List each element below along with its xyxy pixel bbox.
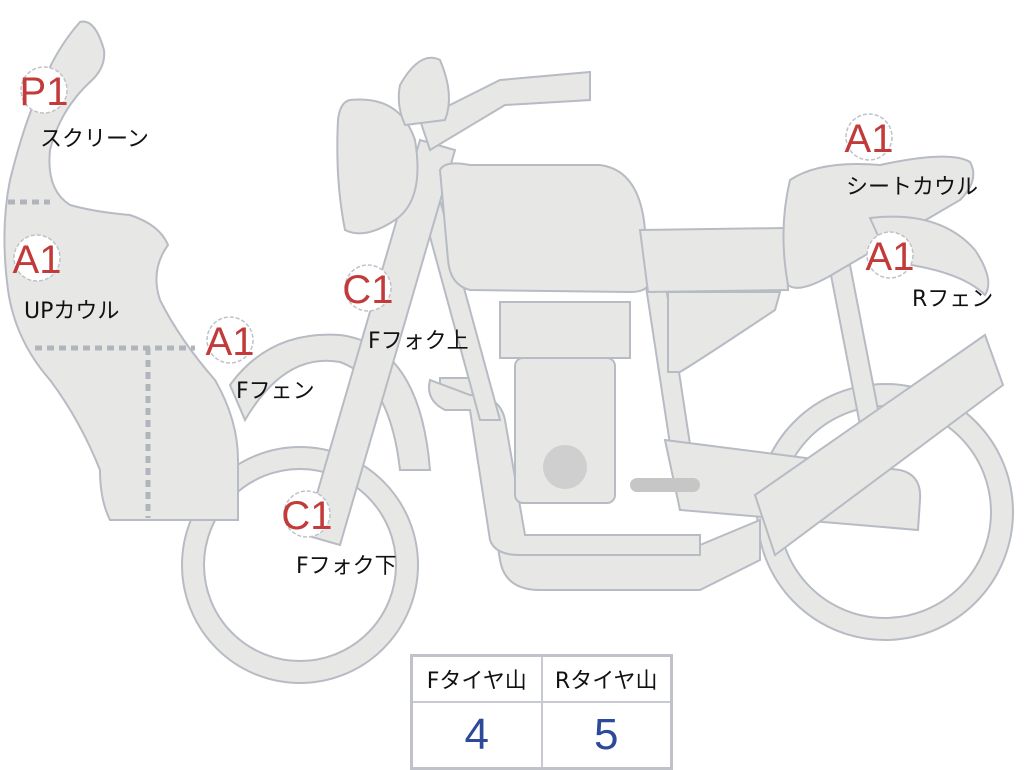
value-rear-tire: 5: [540, 701, 673, 770]
grade-badge-front-fender: A1: [206, 316, 255, 364]
headlight: [336, 98, 419, 235]
part-divider: [35, 345, 195, 518]
svg-text:A1: A1: [206, 320, 255, 364]
engine-block: [514, 357, 616, 504]
muffler: [753, 333, 1005, 557]
value-front-tire: 4: [410, 701, 543, 770]
svg-text:A1: A1: [13, 238, 62, 282]
svg-text:A1: A1: [845, 117, 894, 161]
side-cover: [667, 291, 782, 373]
seat: [638, 226, 790, 294]
label-rear-fender: Rフェン: [912, 287, 993, 312]
mirror: [397, 56, 450, 127]
grade-badge-rear-fender: A1: [866, 231, 915, 279]
grade-badge-upper-cowl: A1: [13, 234, 62, 282]
label-fork-lower: Fフォク下: [296, 554, 397, 579]
svg-text:P1: P1: [20, 70, 69, 114]
upper-cowl: [3, 20, 239, 521]
footpeg: [630, 478, 700, 492]
engine-head: [499, 301, 631, 359]
handlebar: [418, 70, 591, 152]
svg-text:C1: C1: [342, 268, 393, 312]
grade-badge-seat-cowl: A1: [845, 113, 894, 161]
grade-badge-fork-upper: C1: [342, 264, 394, 312]
header-front-tire: Fタイヤ山: [410, 654, 543, 703]
label-upper-cowl: UPカウル: [24, 299, 119, 324]
front-fork: [303, 138, 457, 547]
label-front-fender: Fフェン: [236, 379, 315, 404]
label-screen: スクリーン: [40, 127, 149, 152]
grade-badge-screen: P1: [20, 66, 69, 114]
svg-text:A1: A1: [866, 235, 915, 279]
label-fork-upper: Fフォク上: [368, 329, 469, 354]
fuel-tank: [438, 162, 650, 294]
header-rear-tire: Rタイヤ山: [540, 654, 673, 703]
label-seat-cowl: シートカウル: [846, 175, 978, 200]
engine-cover: [543, 445, 587, 489]
svg-text:C1: C1: [281, 494, 332, 538]
tire-tread-table: Fタイヤ山 Rタイヤ山 4 5: [410, 654, 673, 770]
grade-badge-fork-lower: C1: [281, 490, 333, 538]
